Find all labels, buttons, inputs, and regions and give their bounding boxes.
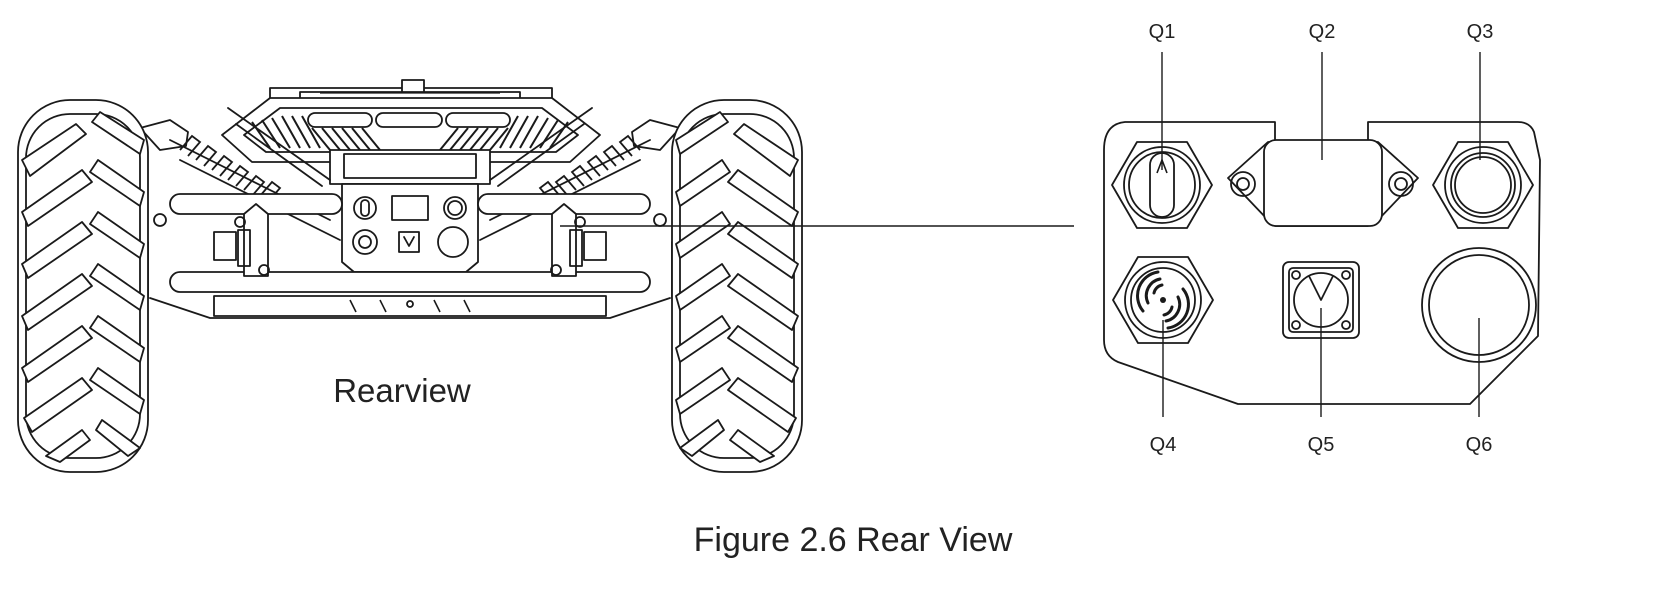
panel-outline bbox=[1103, 121, 1541, 405]
port-panel-detail: Q1 Q2 Q3 Q4 Q5 Q6 bbox=[1103, 21, 1541, 456]
robot-rear-illustration bbox=[17, 79, 1074, 473]
callout-q4-label: Q4 bbox=[1150, 434, 1177, 456]
q3-round-button bbox=[1432, 141, 1534, 229]
rear-bumper bbox=[221, 97, 601, 163]
rearview-label: Rearview bbox=[333, 372, 471, 409]
right-wheel bbox=[671, 99, 803, 473]
axle-frame bbox=[147, 193, 673, 319]
callout-q2-label: Q2 bbox=[1309, 21, 1336, 43]
callout-lines bbox=[1161, 52, 1481, 417]
left-wheel bbox=[17, 99, 149, 473]
center-body bbox=[329, 149, 491, 273]
figure-caption: Figure 2.6 Rear View bbox=[694, 521, 1013, 559]
q2-charging-port bbox=[1227, 139, 1419, 227]
callout-q6-label: Q6 bbox=[1466, 434, 1493, 456]
callout-q1-label: Q1 bbox=[1149, 21, 1176, 43]
callout-q5-label: Q5 bbox=[1308, 434, 1335, 456]
callout-q3-label: Q3 bbox=[1467, 21, 1494, 43]
top-plate bbox=[269, 79, 553, 99]
